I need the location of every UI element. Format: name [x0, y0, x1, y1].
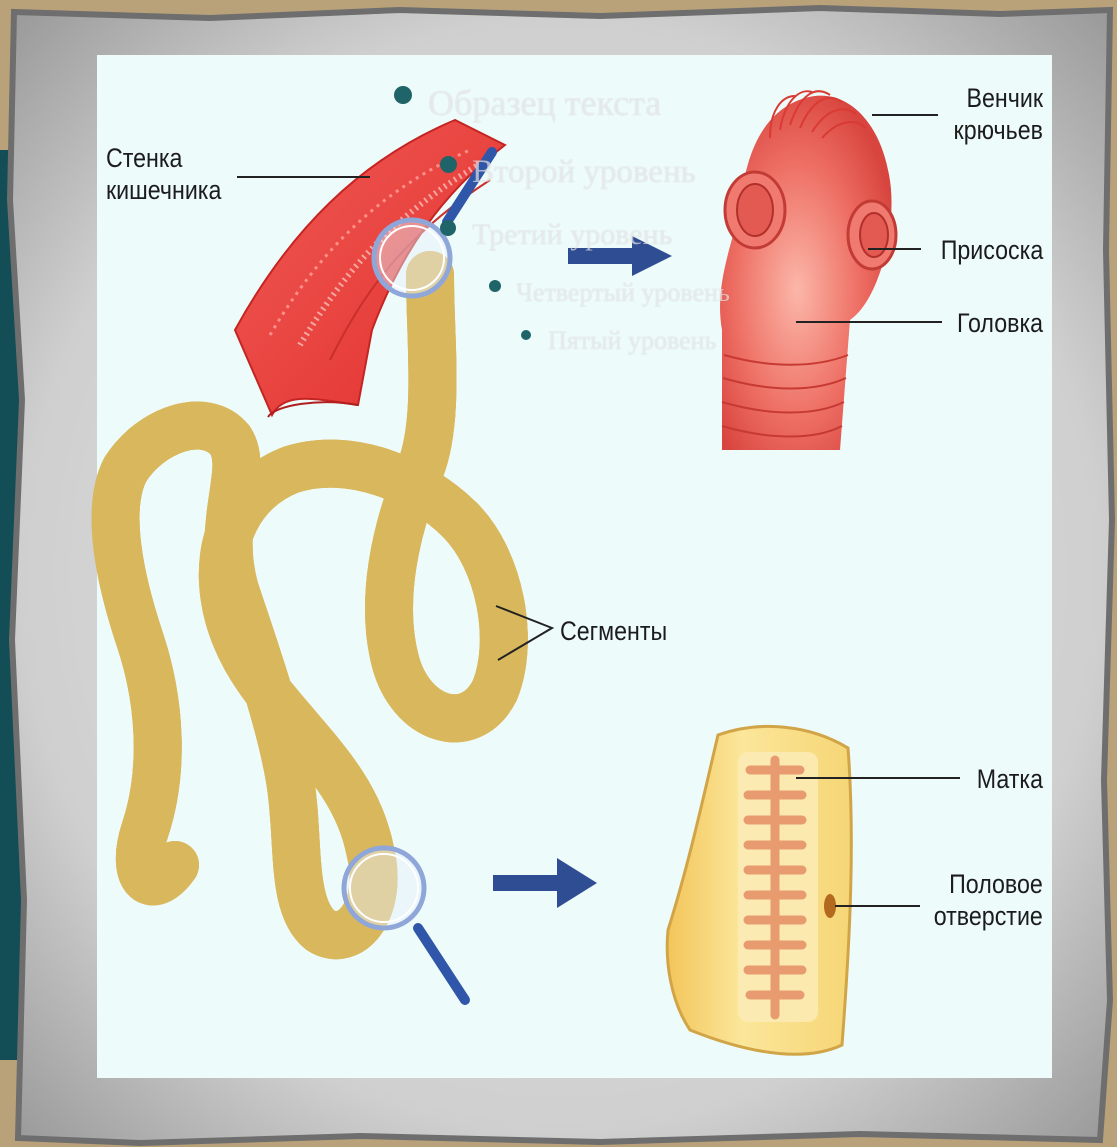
outline-text-3: Третий уровень [472, 218, 672, 251]
outline-text-5: Пятый уровень [548, 326, 716, 355]
bullet-icon [394, 86, 412, 104]
outline-text-2: Второй уровень [472, 154, 696, 190]
bullet-icon [489, 280, 501, 292]
label-genital-opening-line-1: Половое [934, 868, 1043, 900]
label-intestine-wall: Стенка кишечника [106, 142, 221, 206]
outline-level-1: Образец текста [428, 82, 661, 124]
label-intestine-wall-line-2: кишечника [106, 174, 221, 206]
label-head: Головка [957, 307, 1043, 339]
label-hook-crown-line-2: крючьев [954, 114, 1043, 146]
label-genital-opening: Половое отверстие [934, 868, 1043, 932]
label-segments-text: Сегменты [560, 616, 667, 646]
outline-text-4: Четвертый уровень [516, 278, 730, 307]
label-sucker-text: Присоска [940, 235, 1043, 265]
outline-level-4: Четвертый уровень [516, 278, 730, 308]
label-segments: Сегменты [560, 615, 667, 647]
bullet-icon [440, 156, 457, 173]
label-sucker: Присоска [940, 234, 1043, 266]
bullet-icon [440, 220, 456, 236]
label-hook-crown-line-1: Венчик [954, 82, 1043, 114]
outline-level-5: Пятый уровень [548, 326, 716, 356]
label-uterus-text: Матка [977, 764, 1043, 794]
label-intestine-wall-line-1: Стенка [106, 142, 221, 174]
label-uterus: Матка [977, 763, 1043, 795]
label-head-text: Головка [957, 308, 1043, 338]
outline-text-1: Образец текста [428, 83, 661, 123]
outline-level-2: Второй уровень [472, 154, 696, 191]
label-genital-opening-line-2: отверстие [934, 900, 1043, 932]
label-hook-crown: Венчик крючьев [954, 82, 1043, 146]
bullet-icon [521, 330, 531, 340]
outline-level-3: Третий уровень [472, 218, 672, 252]
